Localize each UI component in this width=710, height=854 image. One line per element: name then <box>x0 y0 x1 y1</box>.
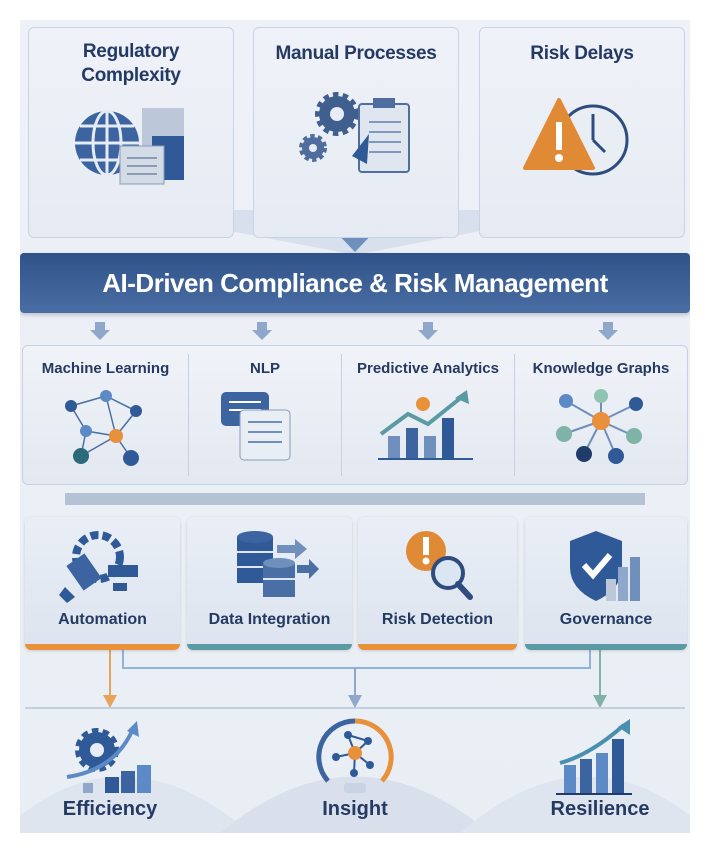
warning-clock-icon <box>523 98 629 176</box>
tech-knowledge-graphs: Knowledge Graphs <box>515 346 687 484</box>
arrow-efficiency <box>103 695 117 708</box>
small-arrows <box>90 322 618 340</box>
tech-predictive-analytics: Predictive Analytics <box>342 346 514 484</box>
gears-clipboard-icon <box>299 92 410 173</box>
accent-bar <box>358 644 517 650</box>
title-banner: AI-Driven Compliance & Risk Management <box>20 253 690 313</box>
capability-connector <box>122 650 591 669</box>
capability-governance: Governance <box>525 517 687 650</box>
tech-machine-learning: Machine Learning <box>23 346 188 484</box>
tech-label: Machine Learning <box>41 360 170 377</box>
outcome-label: Efficiency <box>62 798 158 820</box>
tech-label: Knowledge Graphs <box>532 360 670 377</box>
banner-title: AI-Driven Compliance & Risk Management <box>102 268 608 298</box>
capability-label: Governance <box>559 611 653 628</box>
tech-label: Predictive Analytics <box>356 360 499 377</box>
outcome-efficiency: Efficiency <box>20 710 220 833</box>
challenge-label: Manual Processes <box>275 43 437 64</box>
capability-risk-detection: Risk Detection <box>358 517 517 650</box>
technology-panel: Machine Learning NLP Predictive Analytic… <box>22 345 688 485</box>
capability-label: Data Integration <box>208 611 331 628</box>
shield-check-icon <box>570 531 640 601</box>
robot-arm-icon <box>58 531 138 603</box>
graph-nodes-icon <box>556 389 643 464</box>
capability-label: Risk Detection <box>381 611 494 628</box>
connectors <box>20 190 690 833</box>
gear-growth-icon <box>66 721 151 793</box>
accent-bar <box>187 644 352 650</box>
arrow-insight <box>348 695 362 708</box>
globe-documents-icon <box>75 108 184 185</box>
challenge-label-line1: Regulatory <box>82 41 180 62</box>
challenge-label: Risk Delays <box>530 43 634 64</box>
trend-chart-icon <box>378 390 473 460</box>
capability-data-integration: Data Integration <box>187 517 352 650</box>
divider-bar <box>65 493 645 505</box>
capability-label: Automation <box>58 611 147 628</box>
challenge-risk-delays: Risk Delays <box>479 27 685 238</box>
accent-bar <box>25 644 180 650</box>
challenge-label-line2: Complexity <box>81 65 181 86</box>
tech-nlp: NLP <box>189 346 341 484</box>
neural-network-icon <box>64 390 142 466</box>
database-icon <box>236 531 319 597</box>
alert-magnifier-icon <box>405 531 473 600</box>
bar-growth-icon <box>556 719 632 795</box>
challenge-manual-processes: Manual Processes <box>253 27 459 238</box>
outcome-label: Insight <box>322 798 388 820</box>
arrow-resilience <box>593 695 607 708</box>
accent-bar <box>525 644 687 650</box>
outcome-label: Resilience <box>550 798 650 820</box>
lightbulb-network-icon <box>316 718 394 793</box>
outcome-insight: Insight <box>245 710 465 833</box>
capability-automation: Automation <box>25 517 180 650</box>
outcome-resilience: Resilience <box>490 710 690 833</box>
chat-documents-icon <box>221 392 291 461</box>
tech-label: NLP <box>250 360 280 377</box>
